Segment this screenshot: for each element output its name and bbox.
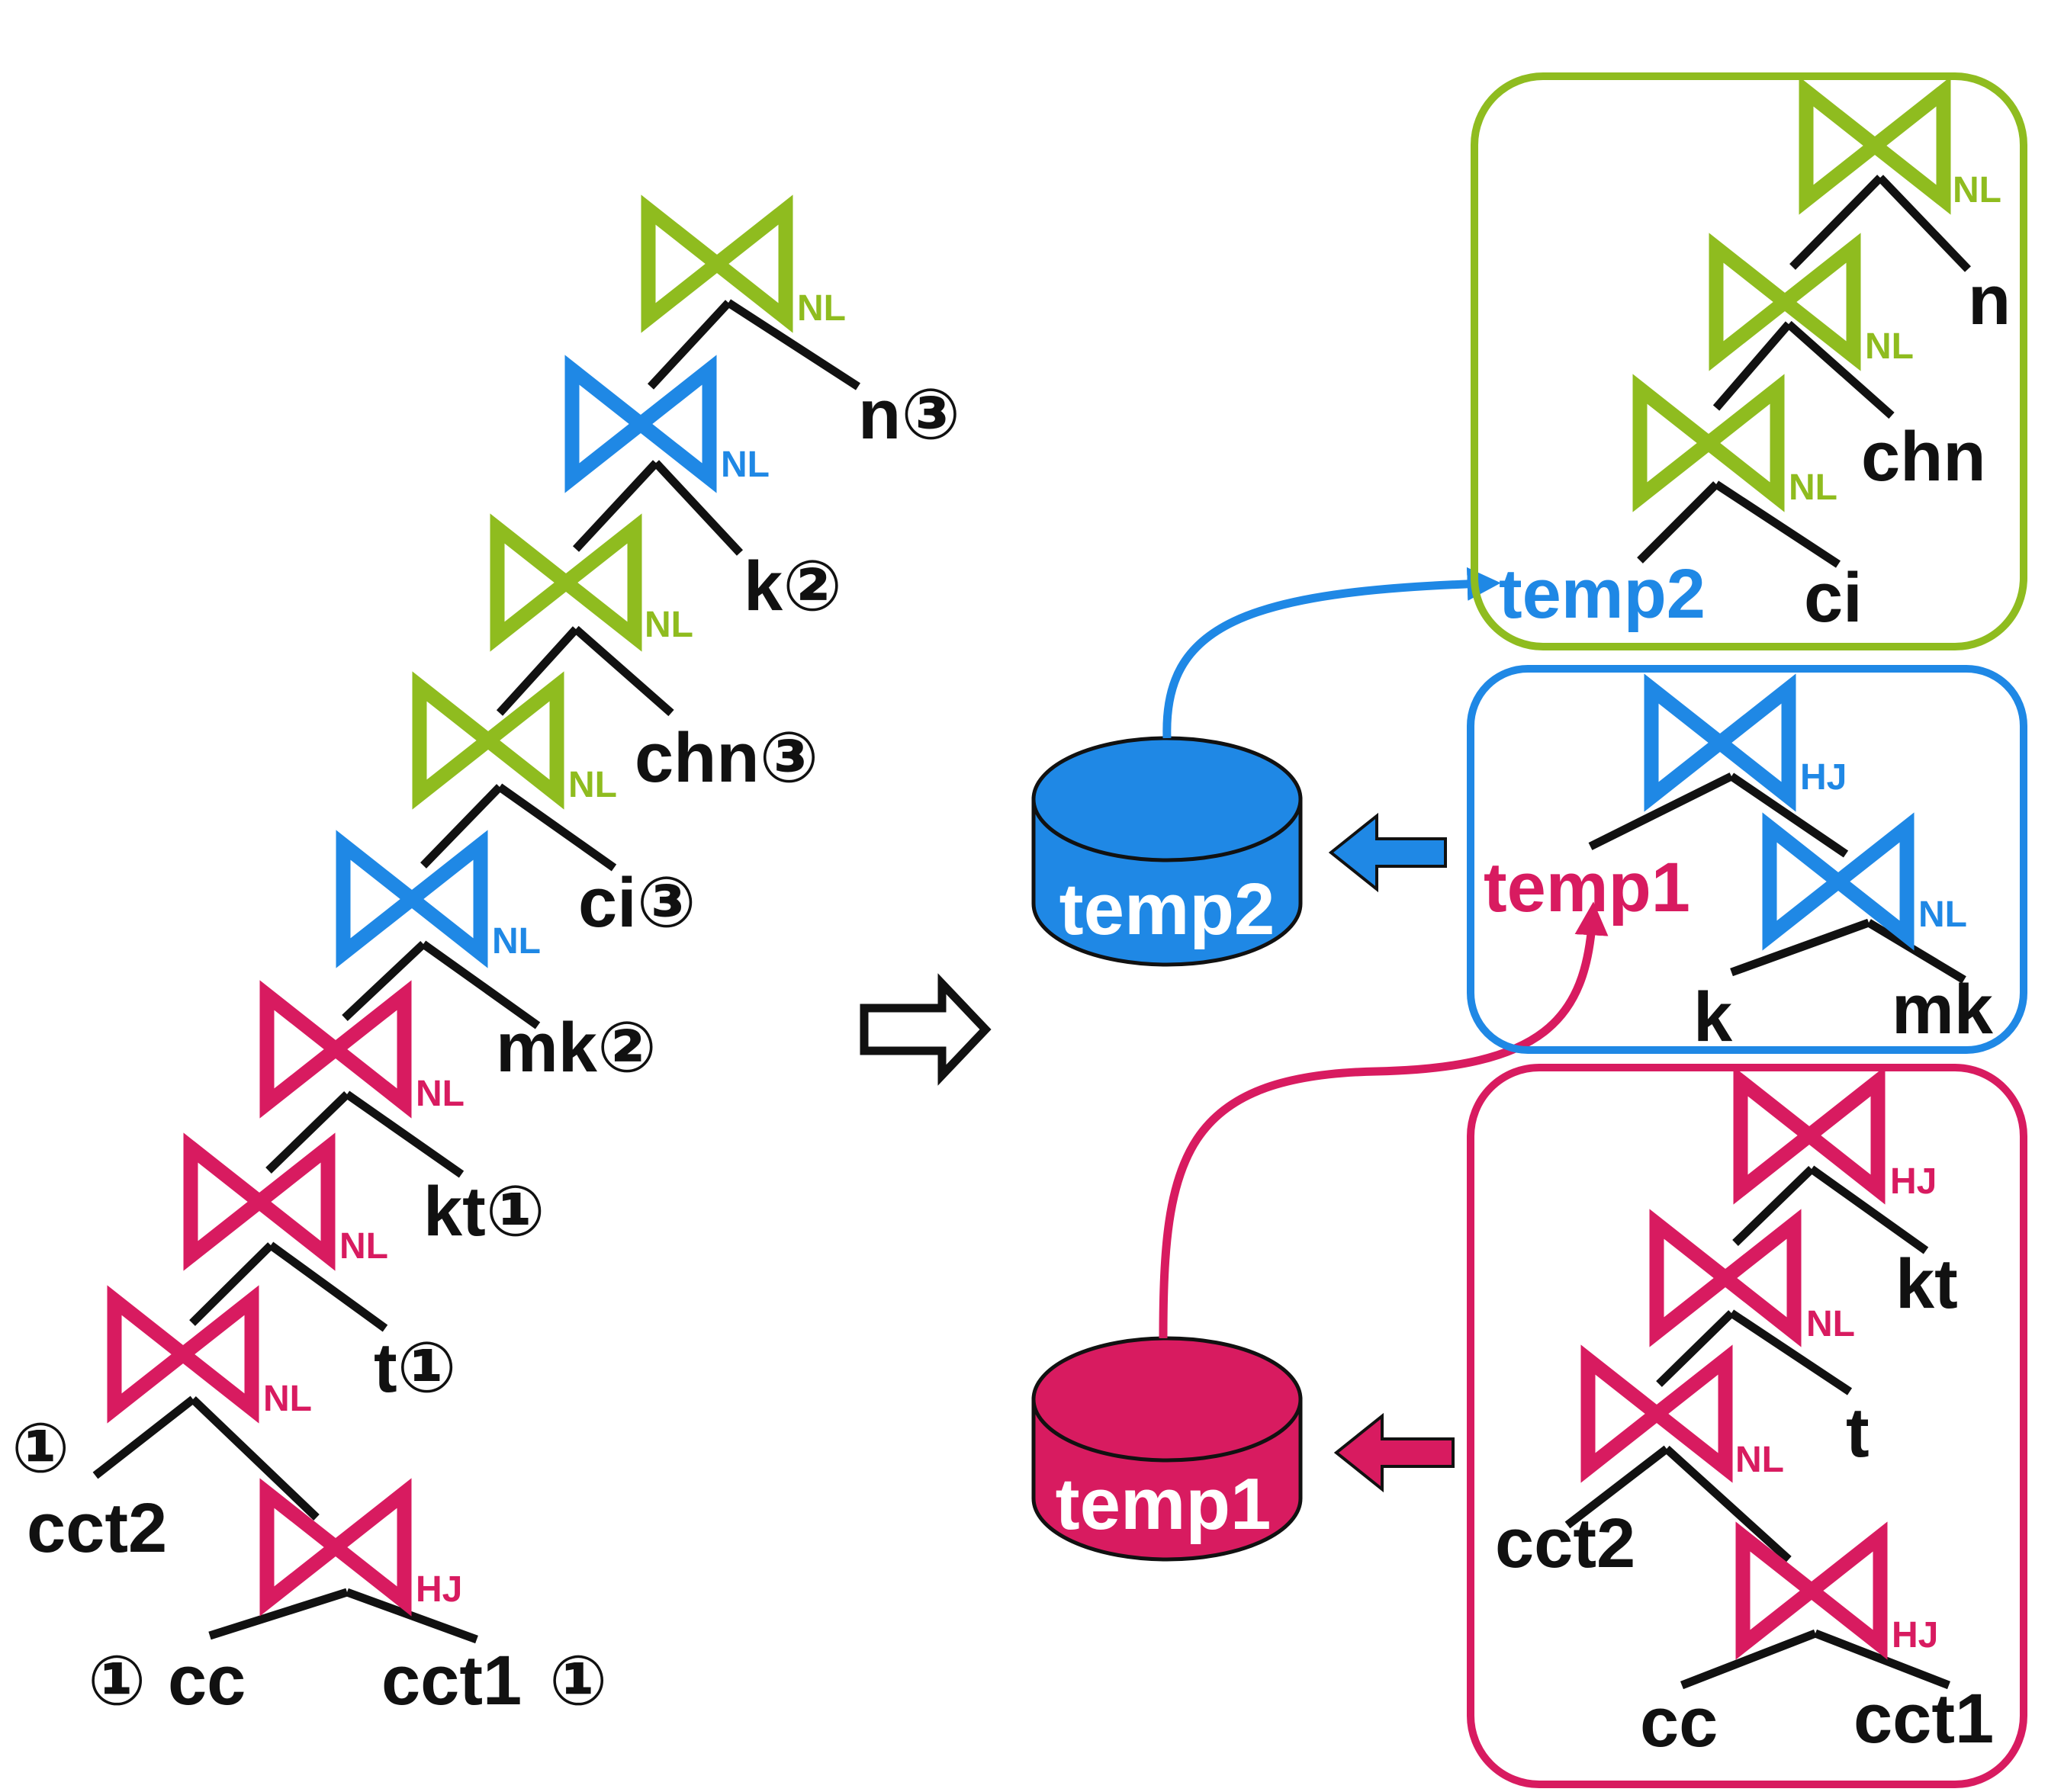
join-bowtie-icon xyxy=(183,1132,336,1271)
relation-marker: ① xyxy=(88,1643,146,1720)
join-type-label: HJ xyxy=(1800,757,1847,798)
relation-label: temp1 xyxy=(1484,849,1690,927)
temp1-flow-arrow xyxy=(1159,901,1609,1339)
relation-marker: ① xyxy=(549,1643,607,1720)
relation-label: chn xyxy=(1861,418,1986,496)
relation-label: kt xyxy=(1895,1245,1958,1323)
join-bowtie-icon xyxy=(412,671,564,810)
join-bowtie-icon xyxy=(336,830,488,968)
join-type-label: NL xyxy=(1806,1304,1855,1344)
relation-label: k② xyxy=(744,548,842,625)
relation-label: mk xyxy=(1892,971,1994,1049)
relation-label: cct2 xyxy=(27,1489,167,1567)
join-type-label: NL xyxy=(645,605,693,645)
relation-label: cc xyxy=(168,1642,246,1720)
join-type-label: NL xyxy=(568,765,617,805)
relation-label: cct1 xyxy=(1853,1680,1994,1758)
join-type-label: NL xyxy=(1865,326,1914,367)
join-bowtie-icon xyxy=(1799,76,1951,215)
relation-label: chn③ xyxy=(635,719,818,797)
materialize-arrow-icon xyxy=(1328,812,1447,893)
join-type-label: NL xyxy=(263,1379,312,1419)
join-type-label: HJ xyxy=(416,1569,462,1610)
relation-label: kt① xyxy=(423,1173,545,1251)
join-type-label: NL xyxy=(1789,467,1837,508)
join-bowtie-icon xyxy=(1644,673,1796,812)
relation-label: t xyxy=(1846,1394,1870,1472)
relation-label: ci xyxy=(1804,559,1863,637)
temp2-flow-arrow xyxy=(1162,567,1501,739)
join-type-label: HJ xyxy=(1890,1161,1937,1202)
join-type-label: NL xyxy=(416,1074,465,1114)
join-bowtie-icon xyxy=(259,1478,412,1617)
join-type-label: NL xyxy=(339,1226,388,1267)
relation-label: t① xyxy=(374,1329,457,1407)
join-type-label: NL xyxy=(492,921,541,962)
join-bowtie-icon xyxy=(107,1285,259,1424)
join-bowtie-icon xyxy=(1762,812,1915,951)
relation-label: mk② xyxy=(496,1009,657,1087)
temp2-cylinder: temp2 xyxy=(1031,736,1303,967)
relation-label: n xyxy=(1968,262,2011,339)
relation-label: cc xyxy=(1640,1684,1718,1761)
left-plan: NL NL NL NL NL NL NL NL HJ n③ k② chn③ ci… xyxy=(11,194,960,1720)
join-type-label: NL xyxy=(1918,894,1967,935)
join-type-label: NL xyxy=(1953,170,2001,210)
join-type-label: HJ xyxy=(1892,1615,1938,1656)
temp1-cylinder: temp1 xyxy=(1031,1336,1303,1562)
relation-label: k xyxy=(1693,978,1733,1056)
join-bowtie-icon xyxy=(1632,374,1785,512)
join-bowtie-icon xyxy=(259,980,412,1119)
relation-marker: ① xyxy=(11,1411,69,1487)
join-bowtie-icon xyxy=(1709,233,1861,371)
join-bowtie-icon xyxy=(1735,1521,1888,1660)
cylinder-label: temp2 xyxy=(1059,869,1275,950)
relation-label: cct2 xyxy=(1495,1505,1635,1582)
relation-label: ci③ xyxy=(578,864,696,942)
transform-arrow-icon xyxy=(860,973,992,1086)
green-plan-box: NL NL NL n chn ci temp2 xyxy=(1471,72,2027,650)
left-plan-edges xyxy=(92,299,860,1644)
join-bowtie-icon xyxy=(564,355,717,493)
join-type-label: NL xyxy=(721,445,770,485)
materialize-arrow-icon xyxy=(1333,1412,1455,1493)
relation-label: temp2 xyxy=(1499,555,1706,633)
join-type-label: NL xyxy=(1735,1440,1784,1480)
join-bowtie-icon xyxy=(490,513,642,652)
blue-plan-box: HJ NL temp1 k mk xyxy=(1467,665,2027,1056)
join-bowtie-icon xyxy=(1733,1066,1886,1205)
cylinder-label: temp1 xyxy=(1056,1463,1272,1545)
relation-label: n③ xyxy=(858,376,960,454)
relation-label: cct1 xyxy=(381,1642,522,1720)
join-bowtie-icon xyxy=(1580,1344,1733,1483)
pink-plan-box: HJ NL NL HJ kt t cct2 cc cct1 xyxy=(1467,1064,2027,1788)
join-bowtie-icon xyxy=(641,194,793,333)
join-type-label: NL xyxy=(797,288,846,329)
join-bowtie-icon xyxy=(1649,1209,1802,1347)
